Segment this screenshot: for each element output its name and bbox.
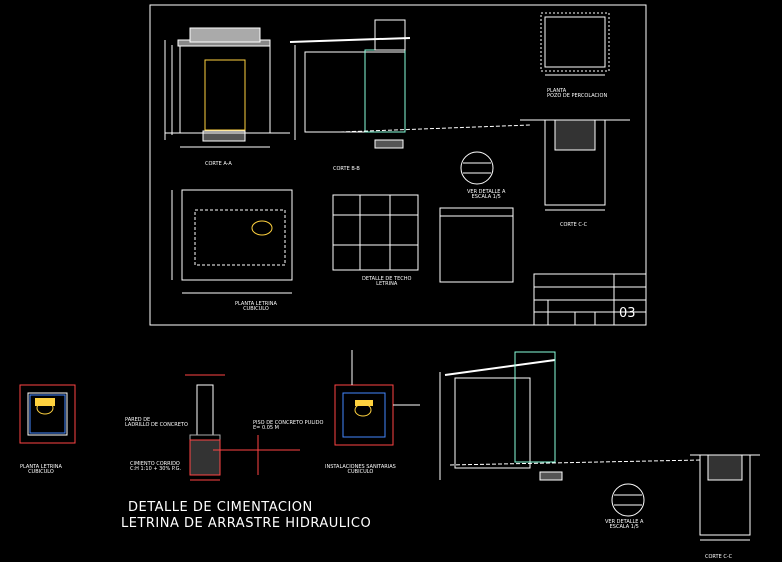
detalle-techo: [332, 194, 419, 271]
detalle-cimentacion: [185, 374, 300, 481]
corte-cc-upper: [520, 119, 630, 211]
corte-bb: [289, 19, 531, 149]
instalaciones-sanitarias: [334, 350, 420, 446]
notes-box: [439, 207, 514, 283]
lower-corte-cc: [439, 351, 760, 541]
label-corte-cc: CORTE C-C: [560, 222, 588, 228]
brick-detail-circle: [460, 151, 494, 185]
label-corte-aa: CORTE A-A: [205, 161, 232, 167]
corte-aa: [164, 27, 290, 148]
label-planta-letrina: PLANTA LETRINA CUBICULO: [235, 301, 277, 312]
title-block: [533, 273, 647, 326]
label-planta-pozo: PLANTA POZO DE PERCOLACION: [547, 88, 608, 99]
lower-planta-letrina: [19, 384, 76, 444]
pozo-planta: [540, 12, 610, 76]
label-pared: PARED DE LADRILLO DE CONCRETO: [125, 417, 188, 428]
planta-letrina: [171, 189, 293, 294]
label-corte-cc-lower: CORTE C-C: [705, 554, 733, 560]
label-detalle-techo: DETALLE DE TECHO LETRINA: [362, 276, 412, 287]
drawing-title-line1: DETALLE DE CIMENTACION: [128, 500, 313, 515]
label-instalaciones: INSTALACIONES SANITARIAS CUBICULO: [325, 464, 396, 475]
label-ladrillo-lower: VER DETALLE A ESCALA 1/5: [605, 519, 644, 530]
label-ladrillo-upper: VER DETALLE A ESCALA 1/5: [467, 189, 506, 200]
label-piso: PISO DE CONCRETO PULIDO E= 0.05 M: [253, 420, 324, 431]
label-cimiento: CIMIENTO CORRIDO C:H 1:10 + 30% P.G.: [130, 461, 182, 472]
label-lower-planta-letrina: PLANTA LETRINA CUBICULO: [20, 464, 62, 475]
label-corte-bb: CORTE B-B: [333, 166, 360, 172]
sheet-border: [149, 4, 647, 326]
sheet-number: 03: [619, 306, 636, 321]
drawing-title-line2: LETRINA DE ARRASTRE HIDRAULICO: [121, 516, 372, 531]
